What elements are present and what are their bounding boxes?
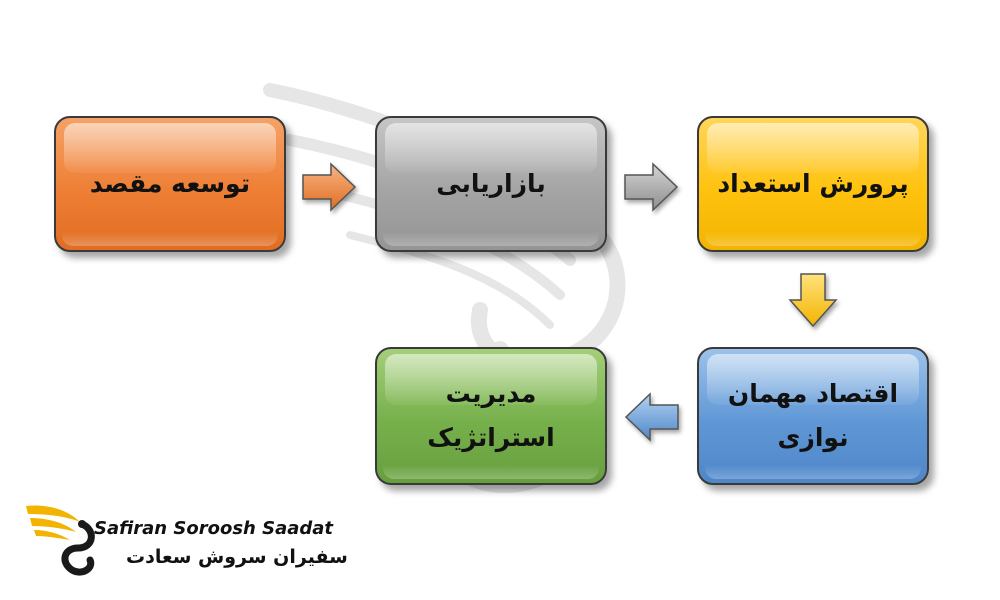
logo-persian-text: سفیران سروش سعادت	[126, 546, 348, 568]
winged-s-logo-icon	[26, 505, 95, 576]
step-label: بازاریابی	[436, 169, 546, 199]
step-box-hospitality-economy: اقتصاد مهمان نوازی	[697, 347, 929, 485]
arrow-left-icon	[624, 392, 679, 442]
step-label-line-1: اقتصاد مهمان	[727, 379, 899, 409]
step-label-line-1: مدیریت	[445, 379, 537, 409]
arrow-down-icon	[788, 273, 838, 328]
company-logo: Safiran Soroosh Saadat سفیران سروش سعادت	[22, 496, 348, 586]
step-label-line-2: استراتژیک	[427, 423, 555, 452]
step-label: پرورش استعداد	[717, 169, 909, 199]
step-box-strategic-management: مدیریت استراتژیک	[375, 347, 607, 485]
step-box-talent-development: پرورش استعداد	[697, 116, 929, 252]
step-label-line-2: نوازی	[777, 423, 849, 452]
step-label: توسعه مقصد	[89, 169, 251, 199]
arrow-right-icon	[302, 162, 357, 212]
step-box-marketing: بازاریابی	[375, 116, 607, 252]
arrow-right-icon	[624, 162, 679, 212]
logo-latin-text: Safiran Soroosh Saadat	[94, 518, 334, 539]
step-box-destination-development: توسعه مقصد	[54, 116, 286, 252]
